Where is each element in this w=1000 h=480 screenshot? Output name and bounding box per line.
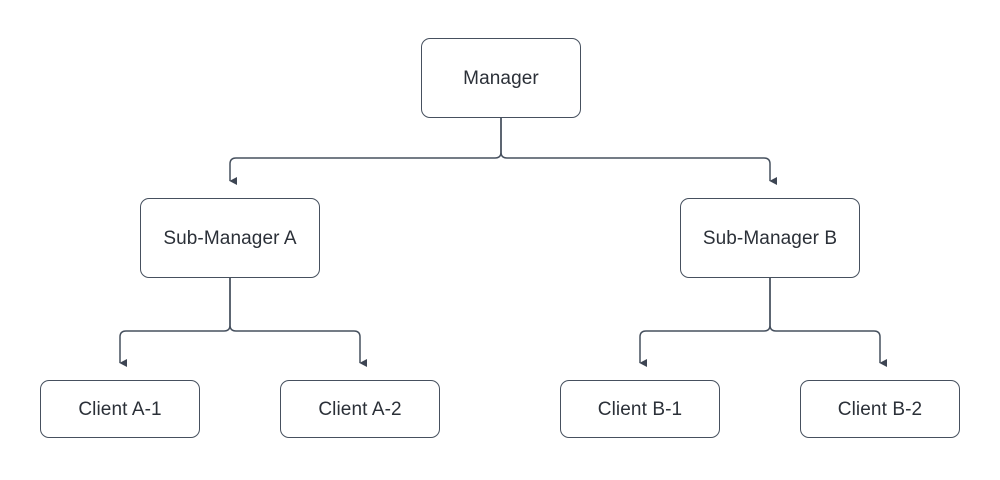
node-sub-manager-b[interactable]: Sub-Manager B xyxy=(680,198,860,278)
node-client-a-2[interactable]: Client A-2 xyxy=(280,380,440,438)
node-client-a-2-label: Client A-2 xyxy=(318,398,402,420)
node-manager[interactable]: Manager xyxy=(421,38,581,118)
node-client-a-1-label: Client A-1 xyxy=(78,398,162,420)
node-sub-manager-a-label: Sub-Manager A xyxy=(163,227,297,249)
node-client-b-2-label: Client B-2 xyxy=(837,398,923,420)
node-sub-manager-a[interactable]: Sub-Manager A xyxy=(140,198,320,278)
edge-sub-manager-b-to-client-b-1 xyxy=(639,278,771,368)
node-sub-manager-b-label: Sub-Manager B xyxy=(702,227,838,249)
edge-manager-to-sub-manager-a xyxy=(229,118,502,186)
node-client-b-1-label: Client B-1 xyxy=(597,398,683,420)
edge-sub-manager-a-to-client-a-2 xyxy=(229,278,367,368)
edge-sub-manager-b-to-client-b-2 xyxy=(769,278,887,368)
node-client-b-2[interactable]: Client B-2 xyxy=(800,380,960,438)
edge-manager-to-sub-manager-b xyxy=(500,118,777,186)
node-client-b-1[interactable]: Client B-1 xyxy=(560,380,720,438)
edge-sub-manager-a-to-client-a-1 xyxy=(119,278,231,368)
node-client-a-1[interactable]: Client A-1 xyxy=(40,380,200,438)
node-manager-label: Manager xyxy=(463,67,539,89)
